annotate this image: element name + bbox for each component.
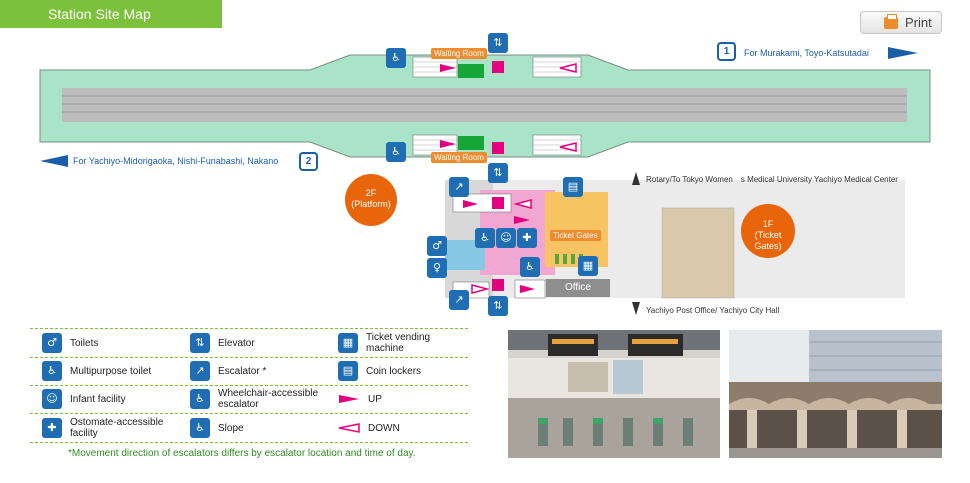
page-title: Station Site Map [0,0,222,28]
toilet-icon: ♂ [42,333,62,353]
infant-facility-icon: ☺ [42,389,62,409]
up-arrow [440,64,456,72]
ticket-gates-photo [508,330,720,458]
print-label: Print [905,15,932,30]
legend-item-infant-facility: ☺ Infant facility [42,387,126,411]
ticket-gates-tag: Ticket Gates [550,230,601,241]
waiting-room-tag-top: Waiting Room [431,48,487,59]
elevator-icon: ⇅ [488,296,508,316]
platform-level-line2: (Platform) [351,199,391,209]
down-arrow [559,63,577,73]
legend-label: Coin lockers [366,365,422,377]
print-button[interactable]: Print [860,11,942,34]
coin-locker-icon: ▤ [338,361,358,381]
legend-label: Elevator [218,337,255,349]
wheelchair-escalator-icon: ♿ [386,48,406,68]
escalator-icon: ↗ [190,361,210,381]
legend-label: Wheelchair-accessible escalator [218,388,319,410]
legend-label: UP [368,393,382,405]
ticket-gates-photo-drawing [508,330,720,458]
slope-icon: ♿ [520,257,540,277]
wheelchair-escalator-icon: ♿ [386,142,406,162]
multipurpose-toilet-icon: ♿ [42,361,62,381]
legend-item-up: UP [338,387,382,411]
ostomate-icon: ✚ [517,228,537,248]
building-block [661,207,735,299]
south-exit-note: Yachiyo Post Office/ Yachiyo City Hall [646,306,780,315]
arrow-right [888,47,918,59]
legend-item-coin-lockers: ▤ Coin lockers [338,359,421,383]
legend-item-toilets: ♂ Toilets [42,331,98,355]
map-drawing [39,47,931,315]
gates-level-badge: 1F (Ticket Gates) [741,204,795,258]
toilet-icon: ♂ [427,236,447,256]
up-marker-concourse [492,197,504,209]
elevator-icon: ⇅ [488,33,508,53]
direction-label-left: For Yachiyo-Midorigaoka, Nishi-Funabashi… [73,156,279,166]
legend-label: Ostomate-accessible facility [70,417,164,439]
up-marker-top [492,61,504,73]
waiting-room-marker-bottom [458,136,484,150]
up-arrow-icon [339,395,359,403]
direction-number-1: 1 [717,42,736,61]
legend-label: Toilets [70,337,99,349]
ticket-machine-icon: ▦ [578,256,598,276]
legend-label: Infant facility [70,393,126,405]
platform-level-line1: 2F [365,188,377,198]
gates-level-line2: (Ticket Gates) [754,230,782,251]
legend-item-ostomate: ✚ Ostomate-accessible facility [42,416,190,440]
legend-item-multipurpose-toilet: ♿ Multipurpose toilet [42,359,151,383]
escalator-icon: ↗ [449,290,469,310]
station-exterior-photo [729,330,942,458]
multipurpose-toilet-icon: ♿ [475,228,495,248]
legend-label: Ticket vending machine [366,332,431,354]
waiting-room-marker-top [458,64,484,78]
legend-label: Slope [218,422,244,434]
escalator-icon: ↗ [449,177,469,197]
up-marker-lower [492,279,504,291]
ticket-machine-icon: ▦ [338,333,358,353]
gates-level-line1: 1F [762,219,774,229]
legend-label: DOWN [368,422,400,434]
legend-item-ticket-machine: ▦ Ticket vending machine [338,331,468,355]
waiting-room-tag-bottom: Waiting Room [431,152,487,163]
legend-item-wheelchair-escalator: ♿ Wheelchair-accessible escalator [190,387,333,411]
direction-label-right: For Murakami, Toyo-Katsutadai [744,48,869,58]
infant-facility-icon: ☺ [496,228,516,248]
legend-label: Multipurpose toilet [70,365,152,377]
legend-item-elevator: ⇅ Elevator [190,331,255,355]
down-arrow-icon [338,423,360,433]
coin-locker-icon: ▤ [563,177,583,197]
up-marker-bottom [492,142,504,154]
legend-item-down: DOWN [338,416,400,440]
toilet-icon: ♀ [427,258,447,278]
platform-level-badge: 2F (Platform) [345,174,397,226]
legend-label: Escalator * [218,365,267,377]
office-label: Office [546,279,610,297]
station-exterior-photo-drawing [729,330,942,458]
legend-item-escalator: ↗ Escalator * [190,359,266,383]
slope-icon: ♿ [190,418,210,438]
direction-number-2: 2 [299,152,318,171]
arrow-left [40,155,68,167]
escalator-footnote: *Movement direction of escalators differ… [68,448,416,459]
north-exit-note: Rotary/To Tokyo Women s Medical Universi… [646,175,898,184]
legend-item-slope: ♿ Slope [190,416,244,440]
legend: ♂ Toilets ⇅ Elevator ▦ Ticket vending ma… [30,328,468,444]
printer-icon [884,13,898,29]
track-band [62,88,907,122]
elevator-icon: ⇅ [488,163,508,183]
wheelchair-escalator-icon: ♿ [190,389,210,409]
ostomate-icon: ✚ [42,418,62,438]
elevator-icon: ⇅ [190,333,210,353]
